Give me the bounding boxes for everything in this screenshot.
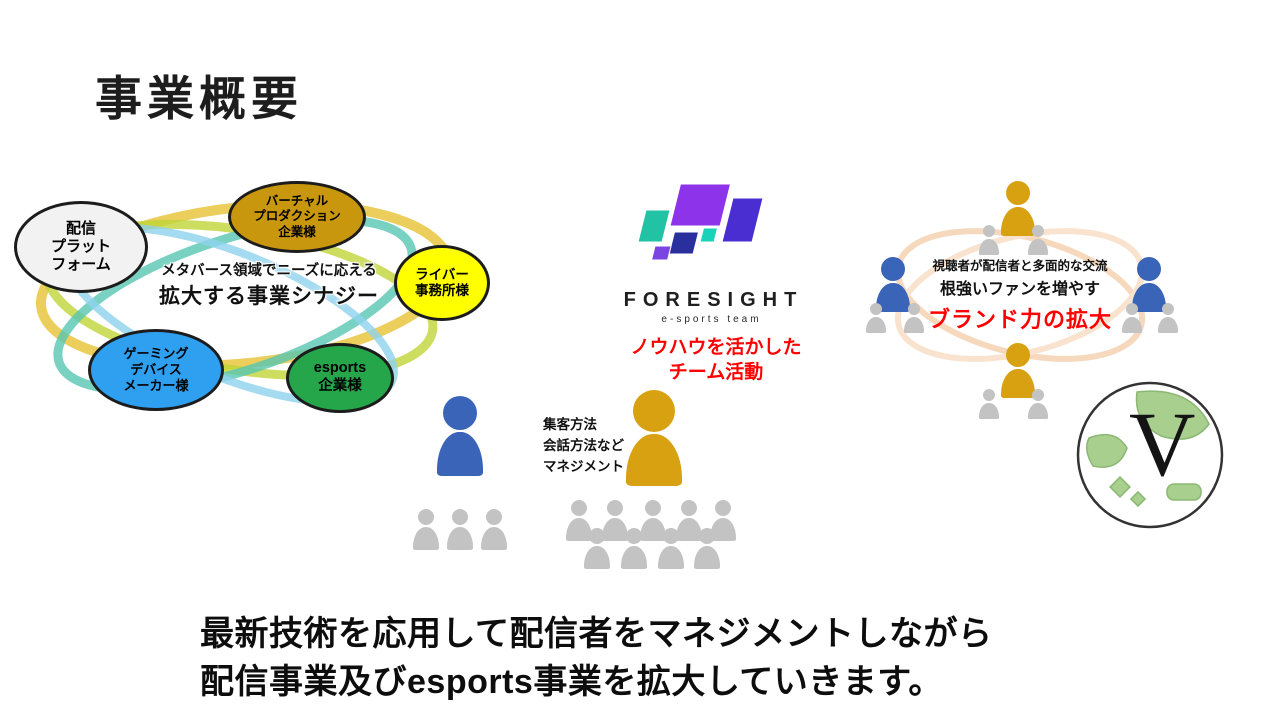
foresight-subtitle: e-sports team [661,314,762,325]
synergy-caption-small: メタバース領域でニーズに応える [161,263,377,279]
audience-person-icon [710,500,736,541]
fan-growth-highlight: ブランド力の拡大 [927,307,1112,332]
closing-line2: 配信事業及びesports事業を拡大していきます。 [200,663,943,702]
knowhow-line2: チーム活動 [668,361,764,383]
management-note: 集客方法 会話方法など マネジメント [543,415,624,478]
node-label-line: ライバー [415,266,469,282]
fan-growth-line1: 視聴者が配信者と多面的な交流 [932,259,1108,273]
audience-person-icon [640,500,666,541]
closing-statement: 最新技術を応用して配信者をマネジメントしながら 配信事業及びesports事業を… [200,610,992,707]
audience-person-icon [676,500,702,541]
streamer-person-icon-gold [1001,181,1035,236]
node-label-line: プラット [50,237,111,255]
slide-title: 事業概要 [95,72,303,125]
foresight-logo-mark [637,183,764,261]
fan-growth-caption: 視聴者が配信者と多面的な交流 根強いファンを増やす ブランド力の拡大 [895,255,1145,334]
fan-person-icon [904,303,924,333]
node-esports-company: esports 企業様 [286,343,394,413]
management-note-line2: 会話方法など [543,437,624,453]
knowhow-line1: ノウハウを活かした [630,337,802,358]
node-label-line: フォーム [51,256,111,274]
synergy-caption-large: 拡大する事業シナジー [159,285,379,308]
knowhow-caption: ノウハウを活かした チーム活動 [606,336,826,385]
fan-network-diagram: 視聴者が配信者と多面的な交流 根強いファンを増やす ブランド力の拡大 [860,175,1180,425]
node-virtual-production: バーチャル プロダクション 企業様 [228,181,366,253]
synergy-diagram: 配信 プラット フォーム バーチャル プロダクション 企業様 ライバー 事務所様… [10,165,490,460]
audience-person-icon [584,528,610,569]
audience-person-icon [413,509,439,550]
management-note-line1: 集客方法 [543,417,597,432]
foresight-wordmark: FORESIGHT [623,289,804,311]
manager-person-icon-gold [626,390,682,486]
v-globe-logo: V [1075,380,1225,530]
fan-person-icon [866,303,886,333]
node-label-line: 企業様 [318,378,362,394]
fan-person-icon [1122,303,1142,333]
audience-person-icon [447,509,473,550]
streamer-person-icon-blue [437,396,483,476]
node-label-line: デバイス [130,362,182,378]
fan-person-icon [979,389,999,419]
fan-person-icon [979,225,999,255]
management-note-line3: マネジメント [543,458,624,474]
audience-person-icon [621,528,647,569]
fan-person-icon [1028,389,1048,419]
node-label-line: esports [313,360,367,377]
closing-line1: 最新技術を応用して配信者をマネジメントしながら [200,615,993,653]
fan-person-icon [1158,303,1178,333]
v-letter: V [1129,393,1196,495]
audience-person-icon [602,500,628,541]
foresight-logo: FORESIGHT e-sports team [612,182,808,325]
node-streaming-platform: 配信 プラット フォーム [14,201,148,293]
node-label-line: メーカー様 [123,377,189,393]
synergy-caption: メタバース領域でニーズに応える 拡大する事業シナジー [138,259,400,310]
node-label-line: ゲーミング [123,346,189,362]
audience-person-icon [566,500,592,541]
node-label-line: プロダクション [253,209,341,224]
streamer-person-icon-gold [1001,343,1035,398]
audience-person-icon [658,528,684,569]
node-label-line: 企業様 [278,224,316,239]
node-liver-agency: ライバー 事務所様 [394,245,490,321]
node-label-line: 事務所様 [415,283,469,298]
globe-graphic [1076,381,1224,529]
audience-person-icon [694,528,720,569]
node-label-line: 配信 [65,219,96,237]
audience-person-icon [481,509,507,550]
fan-person-icon [1028,225,1048,255]
node-gaming-device-maker: ゲーミング デバイス メーカー様 [88,329,224,411]
node-label-line: バーチャル [265,194,329,209]
fan-growth-line2: 根強いファンを増やす [939,281,1100,298]
